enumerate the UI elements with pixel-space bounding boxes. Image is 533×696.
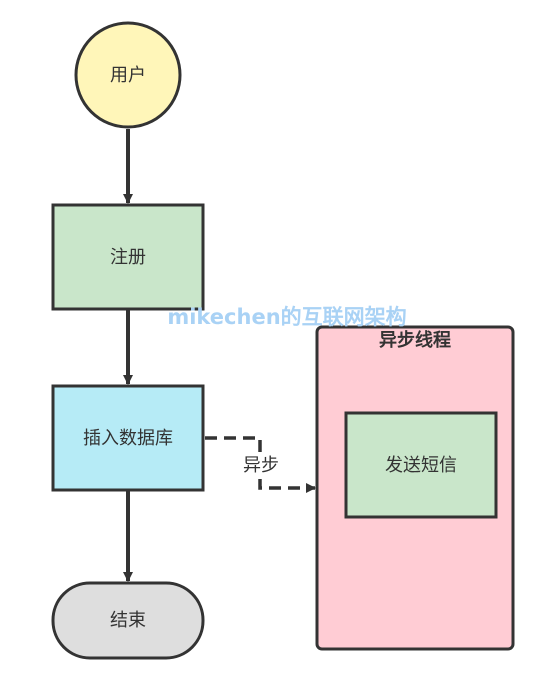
- insert-db-node-label: 插入数据库: [83, 428, 173, 449]
- user-node: [74, 21, 182, 129]
- end-node-label: 结束: [110, 610, 146, 631]
- user-node-label: 用户: [110, 65, 146, 86]
- async-edge-label: 异步: [243, 455, 279, 476]
- register-node: [51, 203, 205, 311]
- watermark-text: mikechen的互联网架构: [167, 305, 406, 329]
- async-thread-title: 异步线程: [379, 329, 451, 351]
- send-sms-node-label: 发送短信: [385, 455, 457, 476]
- end-node: [51, 581, 205, 660]
- send-sms-node: [344, 411, 498, 519]
- async-label-bg: [239, 453, 283, 479]
- register-node-label: 注册: [110, 247, 146, 268]
- insert-db-node: [51, 384, 205, 492]
